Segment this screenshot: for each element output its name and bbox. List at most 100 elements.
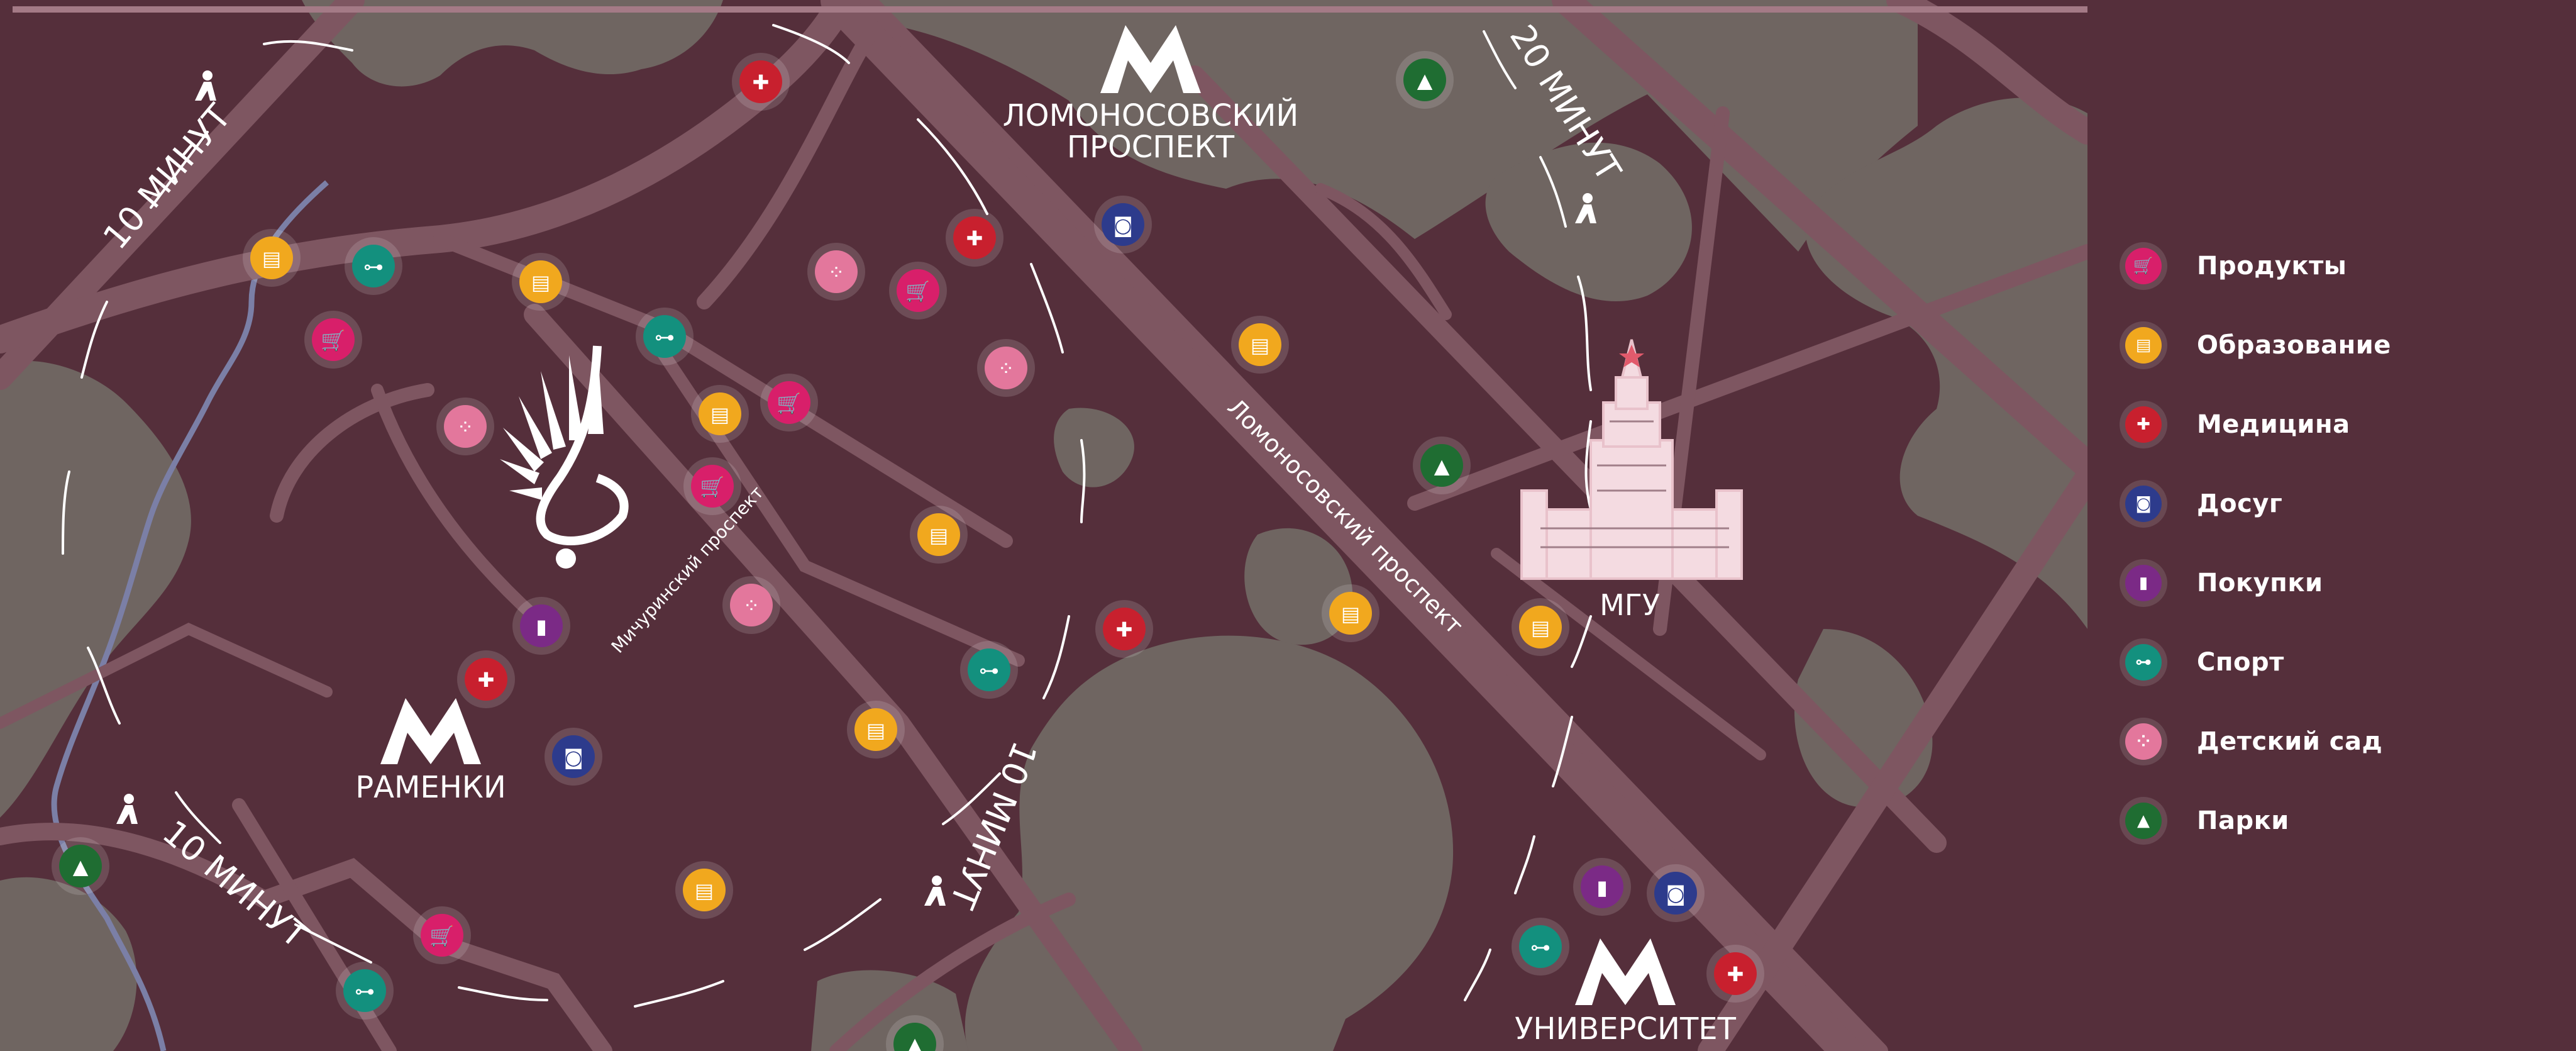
poi-marker-medicine[interactable]: ✚: [732, 53, 790, 111]
poi-marker-medicine[interactable]: ✚: [946, 209, 1003, 267]
walking-radius-arcs: [62, 24, 1592, 1008]
poi-marker-medicine[interactable]: ✚: [1095, 600, 1153, 658]
cubes-icon: [730, 584, 773, 626]
star-icon: [1619, 345, 1644, 367]
poi-marker-kindergarten[interactable]: ⁘: [436, 398, 494, 455]
walking-person-icon: [924, 876, 946, 906]
poi-glyph: ▲: [907, 1033, 923, 1051]
poi-marker-parks[interactable]: ▲: [1396, 51, 1454, 109]
poi-marker-sport[interactable]: ⊶: [636, 308, 694, 365]
poi-marker-sport[interactable]: ⊶: [1512, 918, 1569, 976]
poi-marker-parks[interactable]: ▲: [52, 837, 109, 895]
poi-marker-education[interactable]: ▤: [243, 229, 301, 287]
poi-marker-medicine[interactable]: ✚: [1706, 945, 1764, 1003]
cart-icon: [421, 914, 463, 957]
legend-item-sport[interactable]: ⊶Спорт: [2125, 623, 2553, 702]
poi-glyph: ⁘: [828, 260, 845, 284]
poi-marker-kindergarten[interactable]: ⁘: [722, 576, 780, 634]
poi-marker-products[interactable]: 🛒: [413, 906, 471, 964]
poi-marker-products[interactable]: 🛒: [304, 311, 362, 369]
poi-marker-leisure[interactable]: ◙: [1094, 196, 1152, 253]
dumbbell-icon: [968, 648, 1010, 691]
poi-marker-education[interactable]: ▤: [691, 385, 749, 443]
poi-marker-education[interactable]: ▤: [1322, 584, 1379, 642]
poi-glyph: 🛒: [321, 328, 346, 352]
book-icon: [854, 708, 897, 751]
poi-marker-kindergarten[interactable]: ⁘: [977, 339, 1035, 397]
poi-glyph: 🛒: [777, 391, 802, 415]
poi-marker-leisure[interactable]: ◙: [544, 728, 602, 786]
legend-label: Детский сад: [2197, 727, 2383, 756]
poi-marker-shopping[interactable]: ▮: [512, 597, 570, 655]
book-icon: [1329, 592, 1372, 635]
walking-person-icon: [195, 70, 216, 101]
dumbbell-icon: [1519, 925, 1562, 968]
poi-glyph: ✚: [1116, 618, 1133, 642]
camera-icon: [1654, 872, 1697, 915]
river: [51, 180, 329, 1051]
poi-marker-education[interactable]: ▤: [847, 701, 905, 759]
legend-label: Спорт: [2197, 648, 2284, 677]
area-map[interactable]: ЛОМОНОСОВСКИЙ ПРОСПЕКТ РАМЕНКИ УНИВЕРСИТ…: [0, 0, 2087, 1051]
poi-glyph: ▤: [262, 247, 281, 270]
metro-station-ramenki[interactable]: РАМЕНКИ: [355, 698, 506, 805]
bag-icon: ▮: [2125, 565, 2162, 601]
poi-glyph: ◙: [1113, 213, 1132, 237]
poi-glyph: ▤: [1251, 333, 1269, 357]
mgu-building-icon: [1520, 339, 1743, 580]
legend-label: Медицина: [2197, 410, 2350, 439]
poi-glyph: ▤: [1531, 616, 1550, 640]
metro-logo-icon: [1100, 25, 1201, 93]
poi-marker-education[interactable]: ▤: [1231, 316, 1289, 374]
poi-marker-education[interactable]: ▤: [910, 506, 968, 564]
poi-glyph: ▮: [536, 614, 547, 638]
landmark-label: МГУ: [1600, 588, 1660, 622]
legend-label: Продукты: [2197, 252, 2347, 281]
legend-item-parks[interactable]: ▲ Парки: [2125, 781, 2553, 860]
metro-station-universitet[interactable]: УНИВЕРСИТЕТ: [1515, 938, 1737, 1047]
book-icon: [699, 392, 741, 435]
poi-marker-products[interactable]: 🛒: [683, 457, 741, 515]
poi-glyph: ▲: [1434, 454, 1450, 478]
poi-marker-education[interactable]: ▤: [512, 253, 570, 311]
tree-icon: [1403, 58, 1446, 101]
dumbbell-icon: [643, 315, 686, 358]
legend-item-leisure[interactable]: ◙Досуг: [2125, 464, 2553, 543]
legend-item-kindergarten[interactable]: ⁘Детский сад: [2125, 702, 2553, 781]
poi-marker-parks[interactable]: ▲: [1413, 437, 1471, 494]
tree-icon: ▲: [2125, 803, 2162, 839]
poi-marker-sport[interactable]: ⊶: [345, 237, 402, 295]
poi-glyph: ◙: [1666, 882, 1685, 906]
poi-marker-parks[interactable]: ▲: [886, 1015, 944, 1051]
legend-item-shopping[interactable]: ▮Покупки: [2125, 543, 2553, 623]
legend-label: Парки: [2197, 806, 2289, 835]
legend-item-medicine[interactable]: ✚Медицина: [2125, 385, 2553, 464]
poi-marker-education[interactable]: ▤: [1512, 598, 1569, 656]
poi-marker-sport[interactable]: ⊶: [336, 962, 394, 1020]
poi-markers: ▤⊶🛒▤✚⊶⁘✚🛒⁘⁘▤🛒🛒◙▤▲▲▤⁘▮✚✚▤▤⊶▤◙▲🛒▤⊶▲▮◙⊶✚: [52, 51, 1764, 1051]
cubes-icon: [815, 250, 858, 293]
legend-item-products[interactable]: 🛒Продукты: [2125, 226, 2553, 306]
legend: 🛒Продукты▤Образование✚Медицина◙Досуг▮Пок…: [2125, 226, 2553, 860]
poi-marker-products[interactable]: 🛒: [760, 374, 818, 431]
poi-glyph: ◙: [563, 745, 583, 769]
metro-station-lomonosovsky[interactable]: ЛОМОНОСОВСКИЙ ПРОСПЕКТ: [1003, 25, 1299, 165]
poi-glyph: ▤: [531, 270, 550, 294]
poi-marker-education[interactable]: ▤: [675, 861, 733, 919]
poi-glyph: ⊶: [655, 325, 675, 349]
poi-glyph: ▤: [710, 403, 729, 426]
mgu-building[interactable]: МГУ: [1520, 339, 1743, 622]
legend-item-education[interactable]: ▤Образование: [2125, 306, 2553, 385]
book-icon: [683, 869, 726, 911]
cubes-icon: [444, 405, 487, 448]
poi-marker-kindergarten[interactable]: ⁘: [807, 243, 865, 301]
poi-marker-leisure[interactable]: ◙: [1647, 864, 1705, 922]
poi-marker-products[interactable]: 🛒: [889, 262, 947, 320]
book-icon: [917, 513, 960, 556]
poi-marker-sport[interactable]: ⊶: [960, 641, 1018, 699]
residential-complex-logo-icon[interactable]: [500, 345, 629, 569]
poi-marker-medicine[interactable]: ✚: [457, 650, 515, 708]
legend-label: Образование: [2197, 331, 2391, 360]
poi-marker-shopping[interactable]: ▮: [1573, 858, 1631, 916]
metro-name-line2: ПРОСПЕКТ: [1067, 130, 1235, 165]
